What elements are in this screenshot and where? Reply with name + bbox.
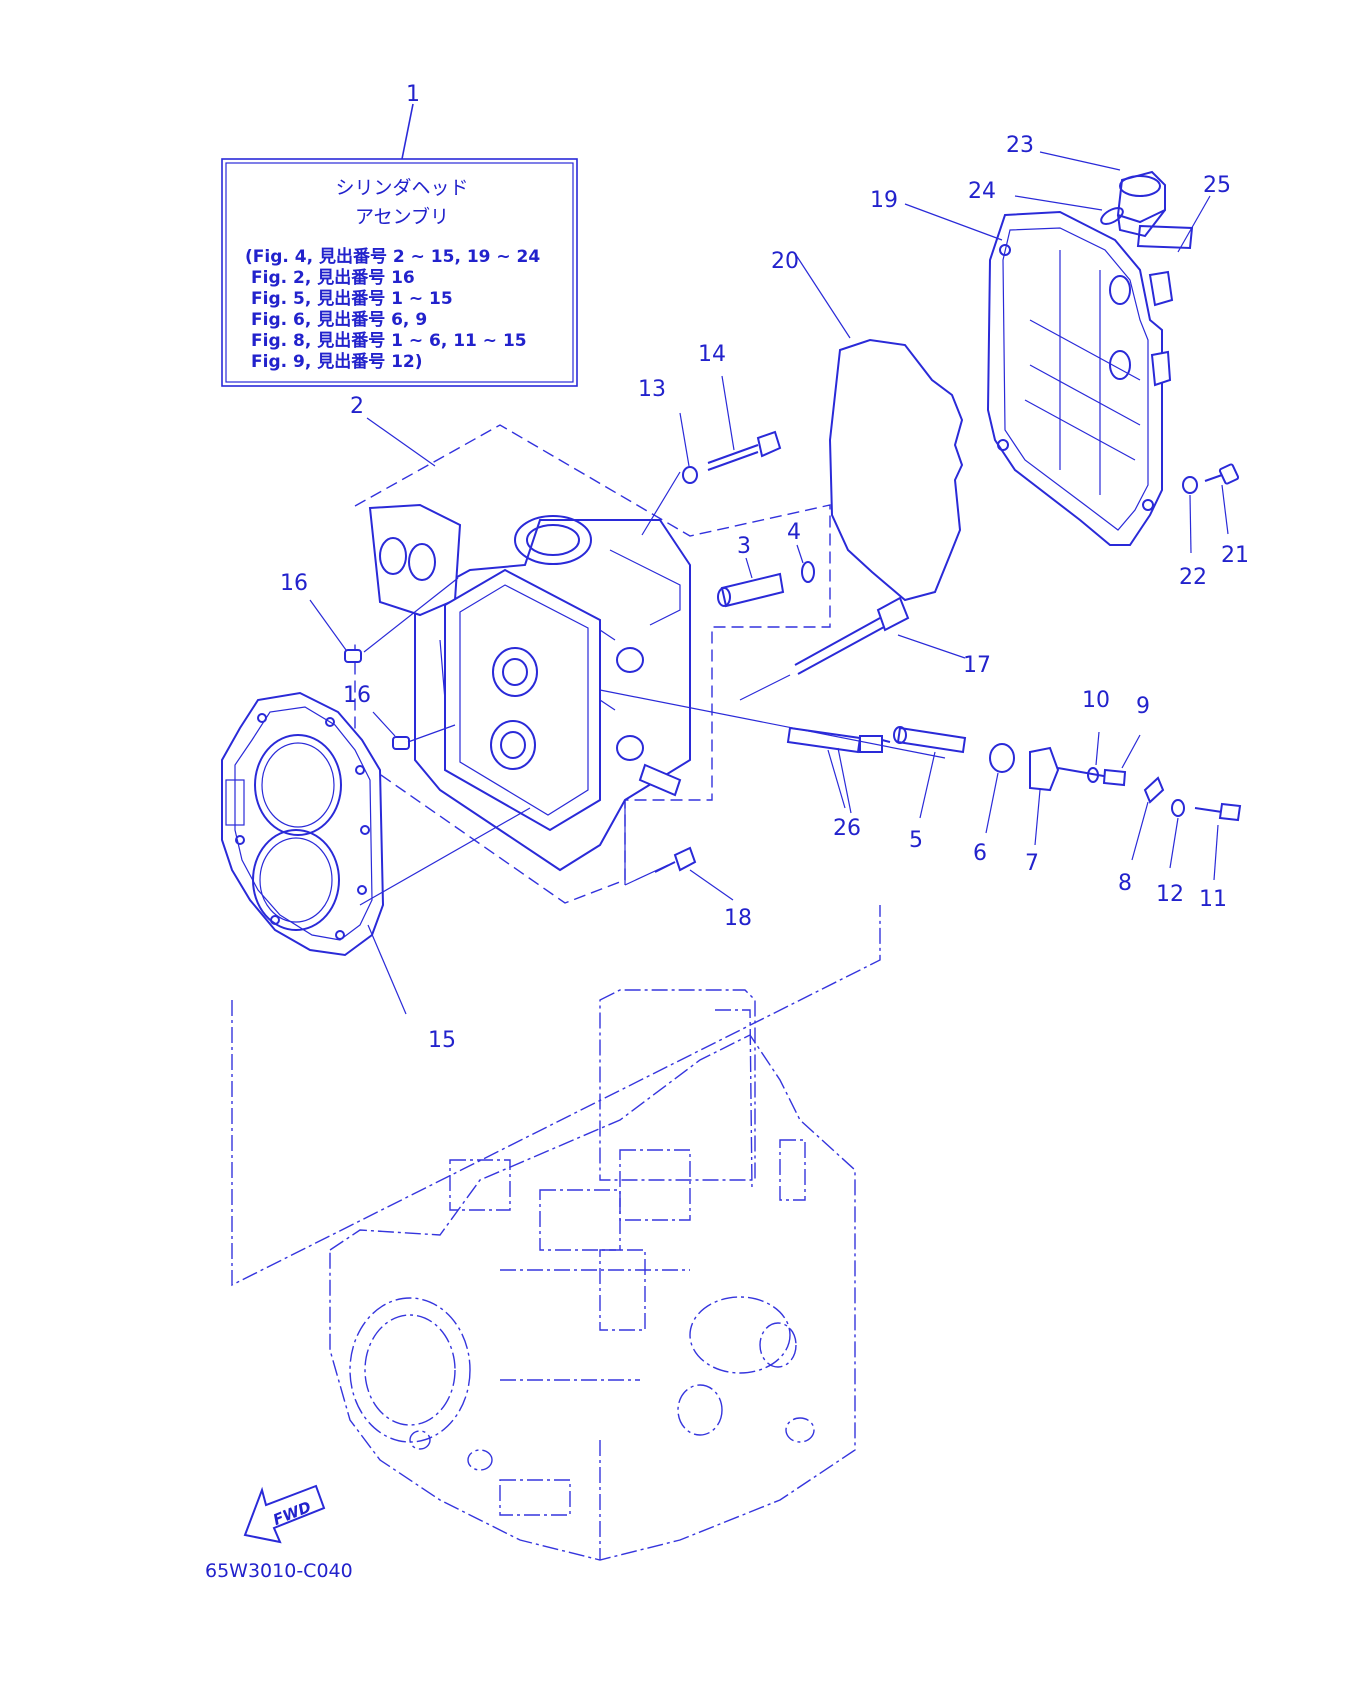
head-washer	[682, 466, 698, 484]
cap-o-ring	[1100, 207, 1124, 225]
head-intake-flange	[368, 503, 462, 617]
callout-20: 20	[771, 249, 799, 274]
callout-14: 14	[698, 342, 726, 367]
block-upper-column	[599, 989, 756, 1181]
cover-washer	[1182, 476, 1198, 494]
cover-tab-lower	[1150, 350, 1172, 387]
cover-label	[1136, 224, 1194, 250]
callout-11: 11	[1199, 887, 1227, 912]
head-chamber-upper	[492, 647, 538, 697]
cover-bolt	[1204, 463, 1240, 485]
block-bore-1	[349, 1297, 471, 1443]
cover-tab-upper	[1148, 270, 1174, 307]
drawing-code: 65W3010-C040	[205, 1560, 353, 1582]
note-line-4: Fig. 6, 見出番号 6, 9	[251, 309, 427, 330]
head-top-boss	[514, 515, 592, 565]
cylinder-block-phantom	[231, 905, 881, 1561]
thermostat-cover	[893, 726, 967, 754]
leader-lines	[309, 151, 1229, 1015]
callout-6: 6	[973, 841, 987, 866]
bracket-washer	[1087, 767, 1099, 783]
cylinder-head-cover	[986, 210, 1174, 546]
head-front-face	[444, 568, 601, 832]
cylinder-block	[329, 1034, 856, 1561]
grommet	[989, 743, 1015, 773]
clip-bolt	[1194, 802, 1242, 822]
callout-23: 23	[1006, 133, 1034, 158]
callout-5: 5	[909, 828, 923, 853]
plug-boss-lower	[616, 735, 644, 761]
plug-boss-upper	[616, 647, 644, 673]
head-short-bolt	[707, 430, 782, 471]
callout-numbers: 2 3 4 5 6 7 8 9 10 11 12 13 14 15 16 16 …	[280, 133, 1249, 1053]
head-gasket	[221, 691, 385, 957]
callout-24: 24	[968, 179, 996, 204]
callout-3: 3	[737, 534, 751, 559]
block-boss	[689, 1296, 791, 1374]
note-line-6: Fig. 9, 見出番号 12)	[251, 351, 423, 372]
assembly-dashed-outline	[354, 424, 831, 904]
forward-arrow: FWD	[243, 1484, 326, 1544]
joint-pipe	[717, 572, 785, 608]
callout-22: 22	[1179, 565, 1207, 590]
callout-12: 12	[1156, 882, 1184, 907]
head-long-bolt	[794, 596, 910, 675]
gasket-bore-upper	[254, 734, 342, 836]
head-chamber-lower	[490, 720, 536, 770]
callout-26: 26	[833, 816, 861, 841]
callout-13: 13	[638, 377, 666, 402]
callout-4: 4	[787, 520, 801, 545]
note-line-2: Fig. 2, 見出番号 16	[251, 267, 415, 288]
callout-19: 19	[870, 188, 898, 213]
spark-plug	[786, 726, 891, 754]
sensor-bracket	[1029, 746, 1116, 792]
callout-18: 18	[724, 906, 752, 931]
cover-gasket	[828, 338, 964, 602]
callout-9: 9	[1136, 694, 1150, 719]
gasket-outline	[221, 691, 385, 957]
callout-8: 8	[1118, 871, 1132, 896]
callout-2: 2	[350, 394, 364, 419]
oil-filler-cap	[1116, 170, 1166, 238]
note-title-line1: シリンダヘッド	[335, 177, 468, 199]
callout-17: 17	[963, 653, 991, 678]
fwd-arrow-icon	[243, 1484, 326, 1544]
note-line-3: Fig. 5, 見出番号 1 ~ 15	[251, 288, 453, 309]
head-side-boss	[638, 763, 682, 797]
callout-25: 25	[1203, 173, 1231, 198]
dowel-pin-lower	[392, 736, 410, 750]
cable-clip	[1143, 776, 1165, 804]
cylinder-head-assembly	[354, 424, 831, 904]
cover-outline	[986, 210, 1163, 546]
callout-7: 7	[1025, 851, 1039, 876]
note-line-5: Fig. 8, 見出番号 1 ~ 6, 11 ~ 15	[251, 330, 527, 351]
leader-line-1	[401, 103, 414, 160]
joint-o-ring	[801, 561, 815, 583]
callout-16b: 16	[343, 683, 371, 708]
note-box: シリンダヘッド アセンブリ (Fig. 4, 見出番号 2 ~ 15, 19 ~…	[221, 82, 578, 387]
callout-16a: 16	[280, 571, 308, 596]
block-phantom-outline	[231, 905, 881, 1287]
callout-1: 1	[406, 82, 420, 107]
callout-21: 21	[1221, 543, 1249, 568]
note-title-line2: アセンブリ	[355, 205, 449, 228]
callout-15: 15	[428, 1028, 456, 1053]
note-line-1: (Fig. 4, 見出番号 2 ~ 15, 19 ~ 24	[245, 246, 540, 267]
gasket-bore-lower	[252, 829, 340, 931]
bracket-bolt	[1102, 768, 1127, 787]
clip-washer	[1171, 799, 1185, 817]
callout-10: 10	[1082, 688, 1110, 713]
dowel-pin-upper	[344, 649, 362, 663]
